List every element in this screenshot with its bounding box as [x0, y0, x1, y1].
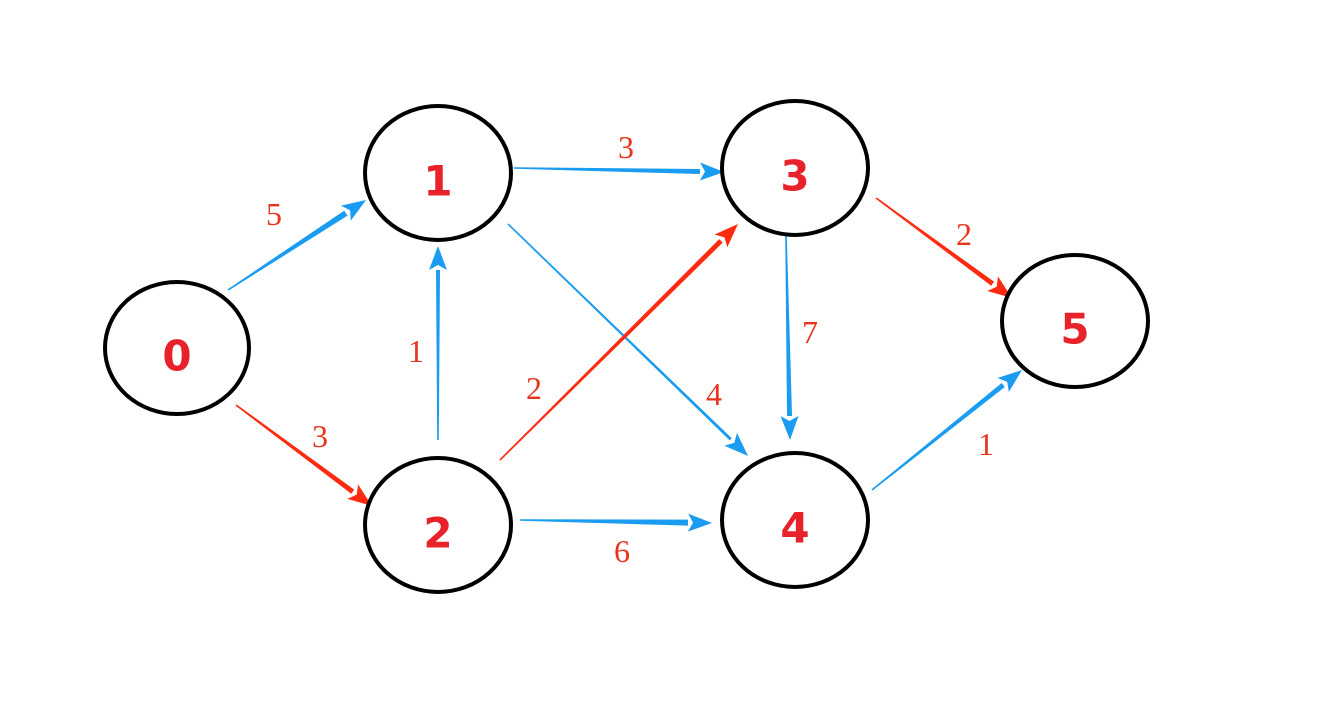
- node-5: 5: [1000, 253, 1150, 389]
- edge-2-3-arrowhead: [714, 224, 738, 248]
- node-3-label: 3: [780, 152, 809, 201]
- edge-1-4-weight: 4: [706, 376, 722, 412]
- node-3-circle: [720, 99, 870, 237]
- edge-3-4-arrowhead: [780, 415, 799, 440]
- node-4: 4: [720, 451, 870, 589]
- node-2-label: 2: [423, 509, 452, 558]
- node-1-circle: [363, 104, 513, 242]
- edge-0-2-weight: 3: [312, 418, 328, 454]
- node-0: 0: [103, 280, 251, 416]
- edge-2-4-arrowhead: [687, 513, 712, 532]
- edge-0-1-shaft: [227, 210, 348, 291]
- node-2: 2: [363, 456, 513, 594]
- edge-3-4-shaft: [785, 235, 793, 417]
- edge-1-3-weight: 3: [618, 129, 634, 165]
- edge-2-4-shaft: [519, 519, 689, 526]
- edge-0-1-weight: 5: [266, 196, 282, 232]
- edge-0-1-arrowhead: [340, 200, 366, 221]
- edge-3-4-weight: 7: [802, 314, 818, 350]
- edge-3-5-arrowhead: [987, 276, 1012, 298]
- edge-0-2-arrowhead: [347, 484, 372, 506]
- edge-1-3-shaft: [513, 167, 701, 175]
- edge-2-1-arrowhead: [429, 246, 447, 270]
- node-5-label: 5: [1060, 305, 1089, 354]
- node-1: 1: [363, 104, 513, 242]
- nodes-layer: 0 1 2 3 4 5: [103, 99, 1150, 594]
- node-3: 3: [720, 99, 870, 237]
- edge-4-5-arrowhead: [997, 370, 1022, 393]
- edge-4-5-shaft: [871, 383, 1005, 491]
- edge-1-4-arrowhead: [724, 432, 748, 456]
- edge-2-4-weight: 6: [614, 533, 630, 569]
- edge-1-3-arrowhead: [699, 162, 724, 181]
- edge-2-3-weight: 2: [526, 370, 542, 406]
- edge-2-1-shaft: [436, 270, 440, 440]
- edge-3-5-shaft: [875, 197, 995, 286]
- node-0-circle: [103, 280, 251, 416]
- edge-2-3-shaft: [499, 239, 723, 461]
- edge-2-1-weight: 1: [408, 333, 424, 369]
- node-2-circle: [363, 456, 513, 594]
- node-4-circle: [720, 451, 870, 589]
- edge-0-2-shaft: [235, 404, 355, 494]
- edge-1-4-shaft: [507, 223, 732, 441]
- node-4-label: 4: [780, 504, 809, 553]
- edges-layer: [227, 162, 1022, 532]
- edge-3-5-weight: 2: [956, 216, 972, 252]
- edge-4-5-weight: 1: [978, 426, 994, 462]
- weights-layer: 5 3 3 4 1 2 6 7 2 1: [266, 129, 994, 569]
- node-1-label: 1: [423, 157, 452, 206]
- node-5-circle: [1000, 253, 1150, 389]
- node-0-label: 0: [162, 332, 191, 381]
